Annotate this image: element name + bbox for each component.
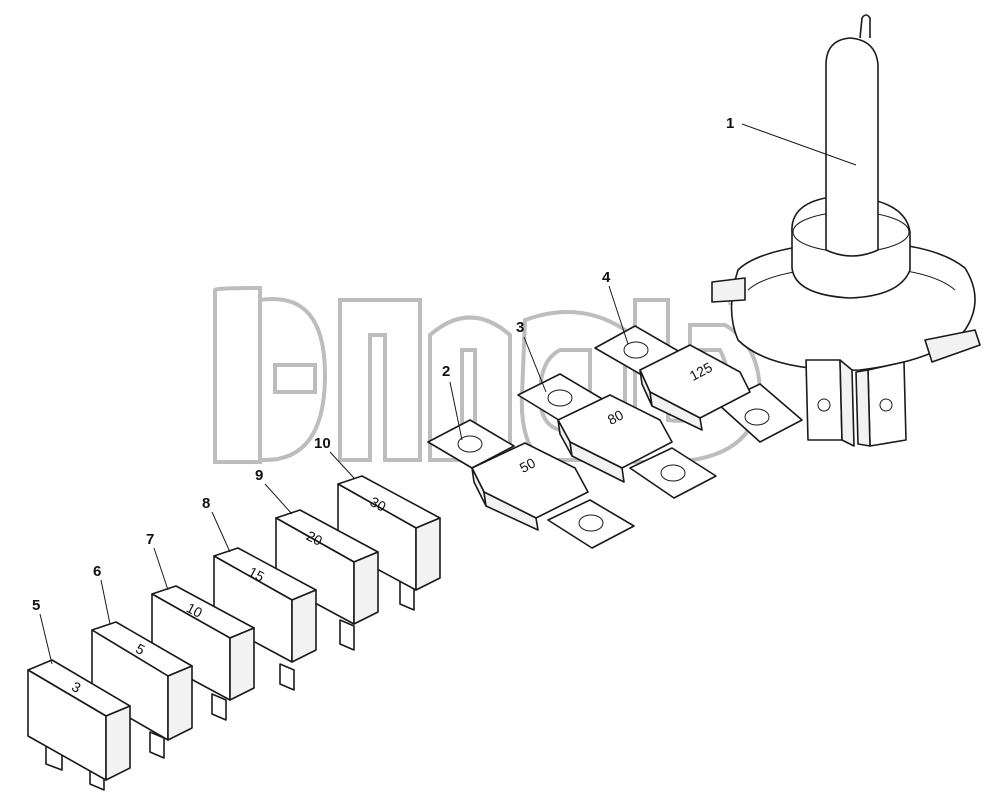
callout-3: 3 — [516, 319, 524, 336]
blade-fuse-3: 3 — [27, 659, 131, 791]
fuse-rating-50: 50 — [517, 454, 538, 476]
callout-2: 2 — [442, 363, 450, 380]
callout-5: 5 — [32, 597, 40, 614]
callout-8: 8 — [202, 495, 210, 512]
strip-fuse-125: 125 — [594, 325, 803, 443]
fuse-rating-80: 80 — [605, 406, 626, 428]
blade-fuse-30: 30 — [337, 475, 441, 611]
fuse-rating-15: 15 — [246, 563, 267, 585]
blade-fuse-20: 20 — [275, 509, 379, 651]
callout-4: 4 — [602, 269, 611, 286]
callout-10: 10 — [314, 435, 331, 452]
callout-1: 1 — [726, 115, 734, 132]
blade-fuse-10: 10 — [151, 585, 255, 721]
callout-7: 7 — [146, 531, 154, 548]
headlight-bulb — [711, 14, 981, 447]
callout-6: 6 — [93, 563, 101, 580]
blade-fuse-15: 15 — [213, 547, 317, 691]
fuse-rating-20: 20 — [304, 527, 325, 549]
callouts: 1 2 3 4 5 6 7 8 9 10 — [32, 115, 857, 665]
fuse-rating-10: 10 — [184, 599, 205, 621]
fuse-rating-30: 30 — [367, 493, 388, 515]
blade-fuse-5: 5 — [91, 621, 193, 759]
strip-fuse-50: 50 — [427, 419, 635, 549]
strip-fuse-80: 80 — [517, 373, 717, 499]
callout-9: 9 — [255, 467, 263, 484]
